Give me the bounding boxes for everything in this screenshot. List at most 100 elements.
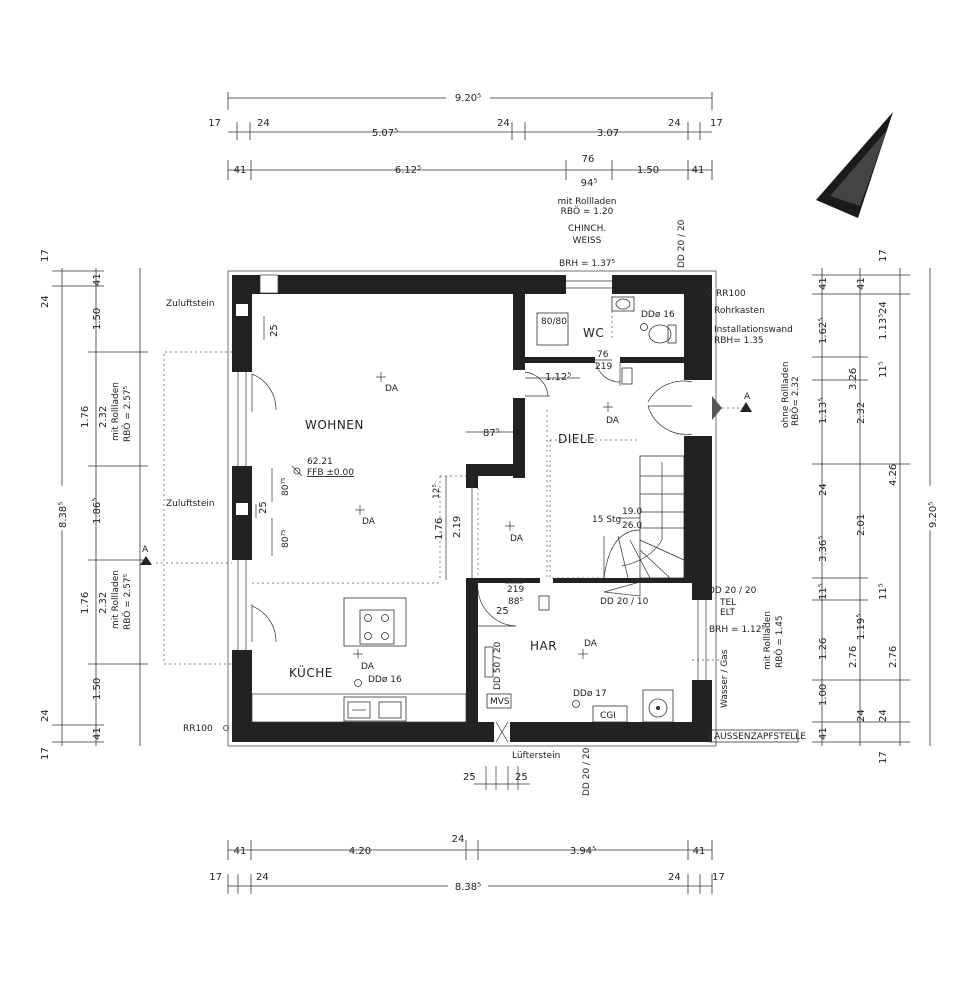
dim-rgt-11c: 11⁵ — [878, 583, 889, 600]
label-mit-rollladen-l2: mit Rollladen — [111, 570, 121, 629]
dim-rgt-24: 24 — [878, 301, 889, 314]
label-rbh: RBH= 1.35 — [714, 336, 764, 346]
dim-lft-total: 8.38⁵ — [58, 502, 69, 528]
label-rr100-top: RR100 — [716, 289, 746, 299]
dim-bot-24c: 24 — [668, 872, 681, 883]
north-arrow-icon — [816, 112, 893, 218]
section-marker-left-icon: A — [140, 545, 152, 565]
dim-rgt-201: 2.01 — [856, 514, 867, 536]
dim-wc-door-219: 219 — [595, 362, 612, 372]
label-mit-rollladen-r: mit Rollladen — [763, 611, 773, 670]
dim-25-d: 25 — [463, 772, 476, 783]
label-rbo-l2: RBÖ = 2.57⁵ — [122, 573, 133, 630]
label-zuluftstein-2: Zuluftstein — [166, 499, 215, 509]
da-marker-har: DA — [578, 639, 598, 659]
label-dd-bottom: DD 20 / 20 — [582, 747, 592, 796]
dim-top-total: 9.20⁵ — [455, 93, 481, 104]
dim-lft-232: 2.32 — [98, 406, 109, 428]
dd-circle-har — [572, 700, 580, 708]
cgi-label: CGI — [600, 711, 616, 721]
dim-rgt-1195: 1.19⁵ — [856, 614, 867, 640]
left-dimensions: 17 24 41 1.50 1.76 2.32 1.86⁵ 1.76 2.32 … — [40, 249, 148, 760]
mvs-label: MVS — [490, 697, 510, 707]
dim-rgt-276: 2.76 — [848, 646, 859, 668]
dim-top-b-41: 41 — [234, 165, 247, 176]
dim-top-a-5075: 5.07⁵ — [372, 128, 398, 139]
label-mit-rollladen-top: mit Rollladen — [558, 197, 617, 207]
doors — [251, 361, 693, 643]
dd-circle-wc — [640, 323, 648, 331]
dim-rgt-1135: 1.13⁵ — [878, 314, 889, 340]
interior-walls — [251, 294, 692, 723]
ceiling-points: DA DA DA DA DA DA — [353, 323, 648, 708]
stairs-rise: 19.0 — [622, 507, 642, 517]
dim-top-a-24: 24 — [257, 118, 270, 129]
label-installationswand: Installationswand — [714, 325, 793, 335]
dim-bot-17: 17 — [209, 872, 222, 883]
dim-top-b-6125: 6.12⁵ — [395, 165, 421, 176]
dim-rgt-126: 1.26 — [818, 638, 829, 660]
level-marker-icon — [291, 465, 303, 477]
label-luefterstein: Lüfterstein — [512, 751, 560, 761]
kitchen-sink — [343, 696, 407, 722]
dim-lft-24: 24 — [40, 295, 51, 308]
dim-wc-door-76: 76 — [597, 350, 609, 360]
label-dd-50: DD 50 / 20 — [493, 641, 503, 690]
dim-lft-176: 1.76 — [80, 406, 91, 428]
kitchen-island — [343, 597, 407, 647]
dim-lft-17: 17 — [40, 249, 51, 262]
dim-top-a-17b: 17 — [710, 118, 723, 129]
label-elt: ELT — [720, 608, 735, 618]
label-dd16-kueche: DDø 16 — [368, 675, 402, 685]
dim-rgt-326: 3.26 — [848, 368, 859, 390]
dim-lft-41: 41 — [92, 273, 103, 286]
label-rbo-top: RBÖ = 1.20 — [561, 206, 614, 217]
interior-dimensions: 76 219 88⁵ 219 1.12⁵ 87⁵ 1.76 2.19 12⁵ 2… — [255, 316, 612, 790]
dim-bot-24b: 24 — [256, 872, 269, 883]
label-brh-right: BRH = 1.12⁵ — [709, 625, 765, 635]
dim-rgt-24c: 24 — [856, 709, 867, 722]
da-marker-kueche: DA — [353, 649, 375, 672]
dim-25-b: 25 — [258, 501, 269, 514]
da-marker-diele: DA — [603, 402, 620, 426]
ffb-value: FFB ±0.00 — [307, 468, 354, 478]
label-rr100-bottom: RR100 — [183, 724, 213, 734]
dim-lft-1865: 1.86⁵ — [92, 498, 103, 524]
dim-lft-232b: 2.32 — [98, 592, 109, 614]
dim-rgt-41: 41 — [818, 277, 829, 290]
dim-lft-150b: 1.50 — [92, 678, 103, 700]
svg-text:DA: DA — [362, 517, 376, 527]
dim-lft-150: 1.50 — [92, 308, 103, 330]
label-dd-right-mid: DD 20 / 20 — [708, 586, 757, 596]
dim-rgt-24d: 24 — [878, 709, 889, 722]
dim-lft-41b: 41 — [92, 727, 103, 740]
dim-rgt-426: 4.26 — [888, 464, 899, 486]
da-marker-wohnen-2: DA — [355, 505, 376, 527]
boiler — [642, 689, 674, 723]
room-wohnen: WOHNEN — [305, 418, 364, 432]
dim-25-c: 25 — [496, 606, 509, 617]
dim-rgt-3365: 3.36⁵ — [818, 536, 829, 562]
dim-rgt-41-b: 41 — [856, 277, 867, 290]
dim-25-a: 25 — [269, 324, 280, 337]
staircase: 15 Stg 19.0 26.0 — [549, 439, 685, 579]
dim-rgt-232: 2.32 — [856, 402, 867, 424]
dim-lft-176b: 1.76 — [80, 592, 91, 614]
right-dimensions: 17 41 41 24 1.62⁵ 1.13⁵ 11⁵ 3.26 1.13⁵ 2… — [812, 249, 939, 764]
dim-top-a-17: 17 — [208, 118, 221, 129]
dim-rgt-41-c: 41 — [818, 727, 829, 740]
label-dd-top-right: DD 20 / 20 — [677, 219, 687, 268]
annotations: Zuluftstein Zuluftstein RR100 RR100 Rohr… — [111, 289, 806, 796]
dim-rgt-24b: 24 — [818, 483, 829, 496]
dim-rgt-276b: 2.76 — [888, 646, 899, 668]
fixtures: 80/80 CGI MVS — [343, 296, 677, 723]
dim-rgt-17: 17 — [878, 249, 889, 262]
label-weiss: WEISS — [573, 236, 602, 246]
svg-text:DA: DA — [385, 384, 399, 394]
dim-top-b-41b: 41 — [692, 165, 705, 176]
exterior-walls — [227, 270, 717, 747]
area-value: 62.21 — [307, 457, 333, 467]
dim-bot-total: 8.38⁵ — [455, 882, 481, 893]
label-dd-stairs: DD 20 / 10 — [600, 597, 649, 607]
